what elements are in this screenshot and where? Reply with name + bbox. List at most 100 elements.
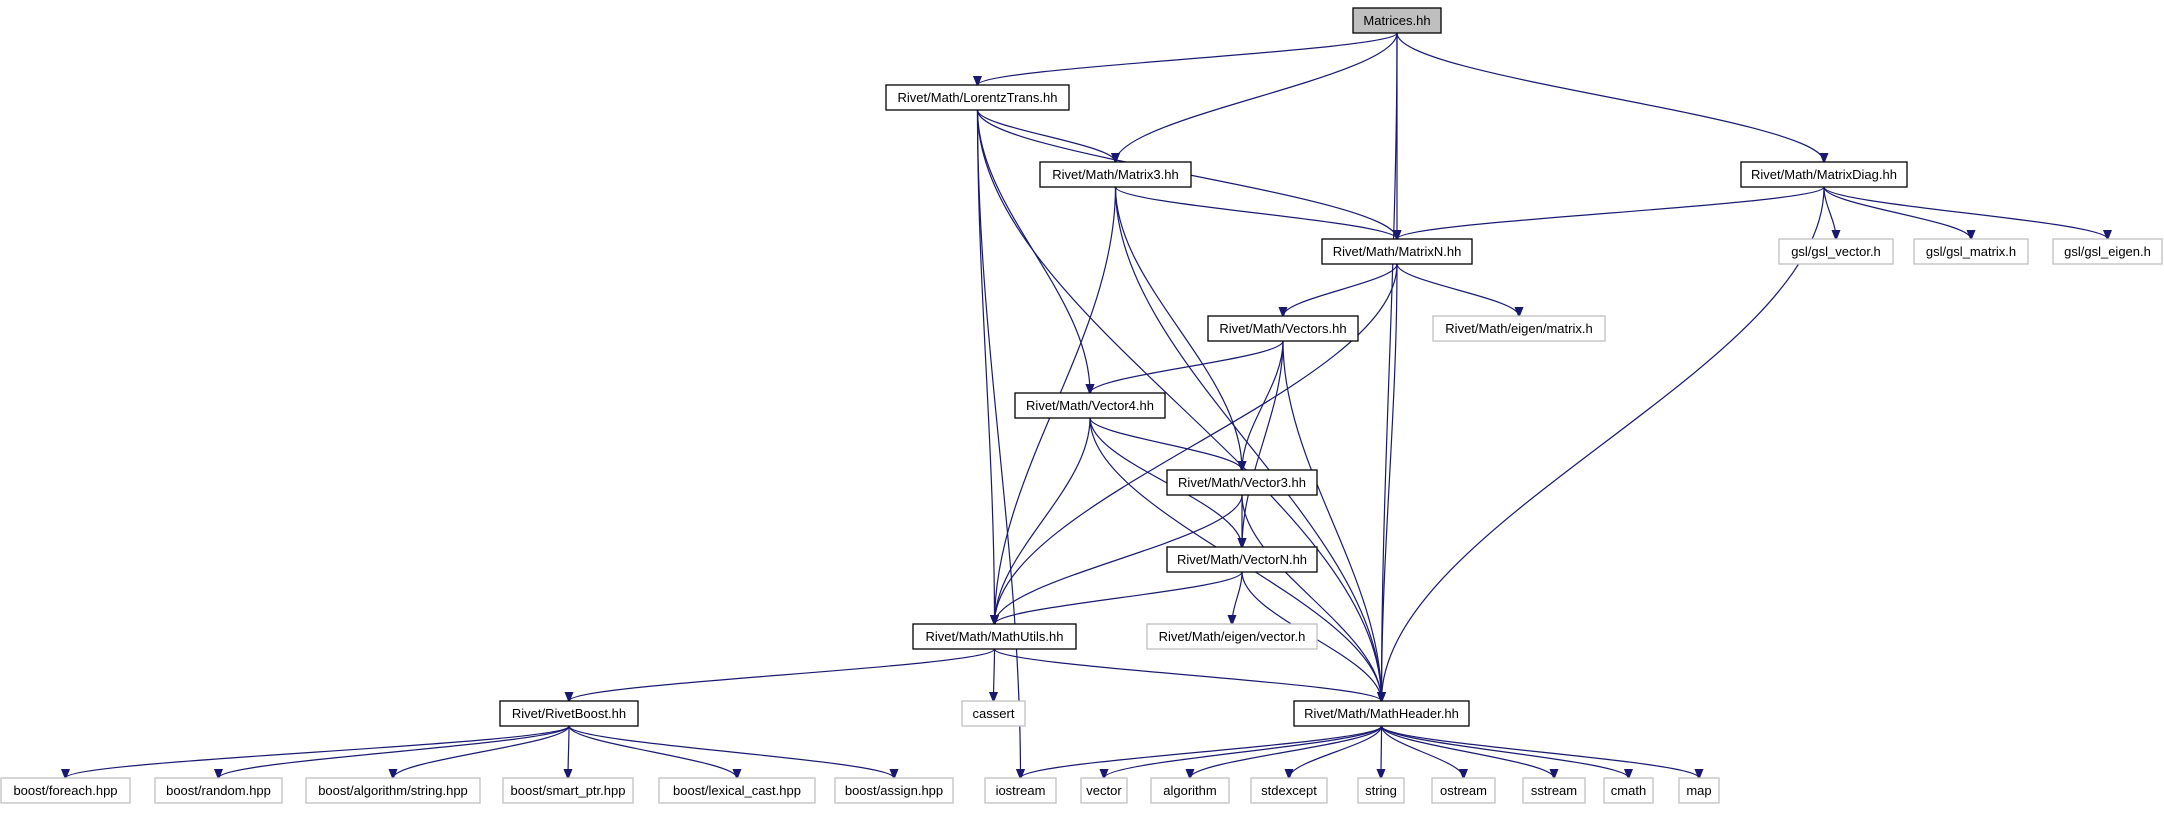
edge-rivetboost-to-boost_algo bbox=[393, 725, 570, 778]
node-boost_smartptr: boost/smart_ptr.hpp bbox=[502, 777, 634, 804]
node-box-algorithm bbox=[1150, 777, 1230, 804]
node-box-stdexcept bbox=[1250, 777, 1328, 804]
edge-mathheader-to-map bbox=[1380, 725, 1700, 778]
node-vectors[interactable]: Rivet/Math/Vectors.hh bbox=[1207, 315, 1359, 342]
edge-mathheader-to-sstream bbox=[1380, 725, 1555, 778]
node-label-lorentz: Rivet/Math/LorentzTrans.hh bbox=[898, 90, 1058, 105]
node-gsl_eigen: gsl/gsl_eigen.h bbox=[2052, 238, 2163, 265]
node-box-boost_smartptr bbox=[502, 777, 634, 804]
node-mathheader[interactable]: Rivet/Math/MathHeader.hh bbox=[1293, 700, 1470, 727]
edge-matrixdiag-to-gsl_matrix bbox=[1823, 186, 1971, 239]
node-box-boost_random bbox=[154, 777, 283, 804]
node-algorithm: algorithm bbox=[1150, 777, 1230, 804]
node-label-sstream: sstream bbox=[1531, 783, 1577, 798]
node-stdexcept: stdexcept bbox=[1250, 777, 1328, 804]
node-box-vectorn bbox=[1166, 546, 1318, 573]
edge-mathheader-to-iostream bbox=[1021, 725, 1383, 778]
edge-matrices-to-mathheader bbox=[1382, 32, 1398, 701]
edge-rivetboost-to-boost_smartptr bbox=[568, 725, 569, 778]
edge-vector3-to-mathheader bbox=[1241, 494, 1382, 701]
edge-rivetboost-to-boost_lexical bbox=[568, 725, 737, 778]
node-label-cmath: cmath bbox=[1611, 783, 1646, 798]
node-map: map bbox=[1678, 777, 1720, 804]
node-label-vectors: Rivet/Math/Vectors.hh bbox=[1219, 321, 1346, 336]
node-matrix3[interactable]: Rivet/Math/Matrix3.hh bbox=[1039, 161, 1192, 188]
node-mathutils[interactable]: Rivet/Math/MathUtils.hh bbox=[912, 623, 1077, 650]
node-iostream: iostream bbox=[984, 777, 1057, 804]
node-box-iostream bbox=[984, 777, 1057, 804]
edge-mathutils-to-cassert bbox=[994, 648, 995, 701]
node-sstream: sstream bbox=[1522, 777, 1586, 804]
node-label-string: string bbox=[1365, 783, 1397, 798]
edge-vector4-to-vector3 bbox=[1089, 417, 1242, 470]
node-box-cassert bbox=[961, 700, 1026, 727]
node-box-boost_algo bbox=[305, 777, 481, 804]
node-label-mathheader: Rivet/Math/MathHeader.hh bbox=[1304, 706, 1459, 721]
edge-matrices-to-matrixdiag bbox=[1396, 32, 1824, 162]
node-label-ostream: ostream bbox=[1440, 783, 1487, 798]
node-label-matrix3: Rivet/Math/Matrix3.hh bbox=[1052, 167, 1178, 182]
node-label-eigen_matrix: Rivet/Math/eigen/matrix.h bbox=[1445, 321, 1592, 336]
edge-rivetboost-to-boost_assign bbox=[568, 725, 894, 778]
edge-matrix3-to-matrixn bbox=[1114, 186, 1398, 239]
node-label-mathutils: Rivet/Math/MathUtils.hh bbox=[926, 629, 1064, 644]
edge-vector4-to-mathutils bbox=[995, 417, 1091, 624]
node-box-mathutils bbox=[912, 623, 1077, 650]
node-label-matrices: Matrices.hh bbox=[1363, 13, 1430, 28]
node-box-sstream bbox=[1522, 777, 1586, 804]
node-rivetboost[interactable]: Rivet/RivetBoost.hh bbox=[499, 700, 639, 727]
node-box-vector bbox=[1080, 777, 1128, 804]
node-label-eigen_vector: Rivet/Math/eigen/vector.h bbox=[1159, 629, 1306, 644]
edge-vectorn-to-mathutils bbox=[995, 571, 1243, 624]
node-box-boost_assign bbox=[834, 777, 954, 804]
node-box-vectors bbox=[1207, 315, 1359, 342]
edge-mathheader-to-string bbox=[1381, 725, 1382, 778]
node-boost_foreach: boost/foreach.hpp bbox=[0, 777, 131, 804]
edge-mathheader-to-vector bbox=[1104, 725, 1383, 778]
node-vector4[interactable]: Rivet/Math/Vector4.hh bbox=[1014, 392, 1166, 419]
node-boost_assign: boost/assign.hpp bbox=[834, 777, 954, 804]
node-lorentz[interactable]: Rivet/Math/LorentzTrans.hh bbox=[885, 84, 1070, 111]
edge-rivetboost-to-boost_foreach bbox=[66, 725, 570, 778]
edge-mathutils-to-mathheader bbox=[993, 648, 1382, 701]
node-box-cmath bbox=[1603, 777, 1654, 804]
node-matrices[interactable]: Matrices.hh bbox=[1352, 7, 1442, 34]
node-label-map: map bbox=[1686, 783, 1711, 798]
edge-matrixdiag-to-matrixn bbox=[1397, 186, 1825, 239]
edge-vectors-to-mathheader bbox=[1282, 340, 1382, 701]
node-cassert: cassert bbox=[961, 700, 1026, 727]
node-box-ostream bbox=[1431, 777, 1496, 804]
node-gsl_matrix: gsl/gsl_matrix.h bbox=[1913, 238, 2029, 265]
node-box-boost_lexical bbox=[658, 777, 816, 804]
edge-matrixn-to-mathheader bbox=[1382, 263, 1398, 701]
node-box-map bbox=[1678, 777, 1720, 804]
node-matrixn[interactable]: Rivet/Math/MatrixN.hh bbox=[1321, 238, 1473, 265]
node-label-matrixn: Rivet/Math/MatrixN.hh bbox=[1333, 244, 1462, 259]
edge-matrixn-to-eigen_matrix bbox=[1396, 263, 1519, 316]
edge-mathheader-to-cmath bbox=[1380, 725, 1629, 778]
node-box-boost_foreach bbox=[0, 777, 131, 804]
node-label-boost_random: boost/random.hpp bbox=[166, 783, 271, 798]
node-label-gsl_vector: gsl/gsl_vector.h bbox=[1791, 244, 1881, 259]
node-vector3[interactable]: Rivet/Math/Vector3.hh bbox=[1166, 469, 1318, 496]
node-box-gsl_vector bbox=[1778, 238, 1894, 265]
nodes-layer: Matrices.hhRivet/Math/LorentzTrans.hhRiv… bbox=[0, 7, 2163, 804]
edge-matrixdiag-to-gsl_eigen bbox=[1823, 186, 2108, 239]
edge-rivetboost-to-boost_random bbox=[219, 725, 570, 778]
edge-vectorn-to-eigen_vector bbox=[1232, 571, 1243, 624]
node-label-vector: vector bbox=[1086, 783, 1122, 798]
node-label-stdexcept: stdexcept bbox=[1261, 783, 1317, 798]
node-box-gsl_eigen bbox=[2052, 238, 2163, 265]
edge-lorentz-to-iostream bbox=[976, 109, 1021, 778]
node-box-eigen_matrix bbox=[1432, 315, 1606, 342]
node-label-boost_algo: boost/algorithm/string.hpp bbox=[318, 783, 468, 798]
node-matrixdiag[interactable]: Rivet/Math/MatrixDiag.hh bbox=[1740, 161, 1908, 188]
edge-mathheader-to-algorithm bbox=[1190, 725, 1383, 778]
node-label-rivetboost: Rivet/RivetBoost.hh bbox=[512, 706, 626, 721]
node-vectorn[interactable]: Rivet/Math/VectorN.hh bbox=[1166, 546, 1318, 573]
node-ostream: ostream bbox=[1431, 777, 1496, 804]
edge-lorentz-to-matrix3 bbox=[976, 109, 1116, 162]
node-box-string bbox=[1357, 777, 1405, 804]
node-label-algorithm: algorithm bbox=[1163, 783, 1216, 798]
